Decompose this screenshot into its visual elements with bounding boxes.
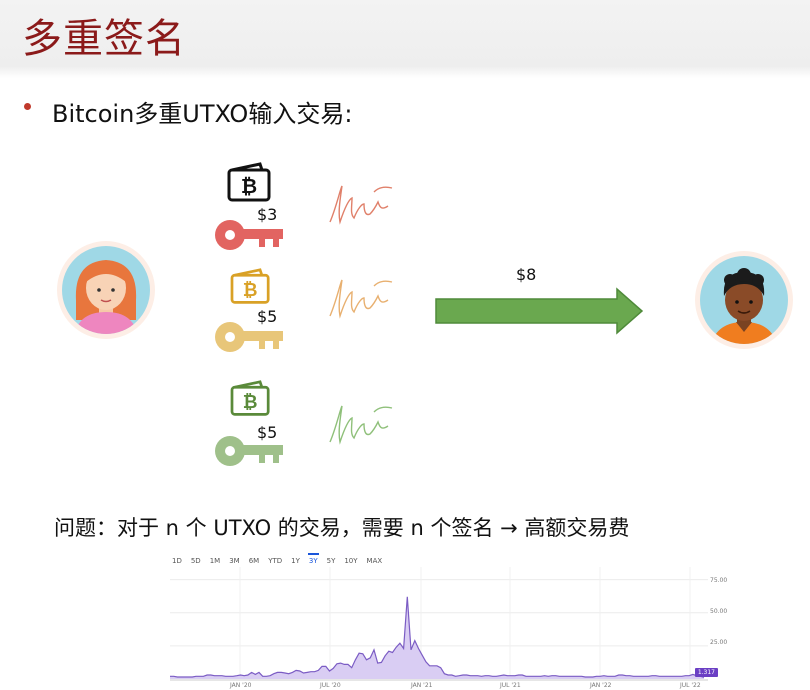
- range-button-6m[interactable]: 6M: [248, 557, 260, 565]
- range-button-1d[interactable]: 1D: [172, 557, 182, 565]
- wallet-bitcoin-icon: ₿: [230, 380, 270, 416]
- range-button-ytd[interactable]: YTD: [268, 557, 283, 565]
- series-area: [170, 596, 704, 679]
- input-amount-1: $3: [257, 205, 278, 224]
- problem-note: 问题：对于 n 个 UTXO 的交易，需要 n 个签名 → 高额交易费: [54, 516, 630, 540]
- x-tick: JUL '21: [500, 682, 521, 689]
- signature-icon-1: [329, 185, 393, 225]
- x-tick: JUL '20: [320, 682, 341, 689]
- range-button-5d[interactable]: 5D: [190, 557, 201, 565]
- svg-text:₿: ₿: [241, 174, 257, 198]
- signature-icon-2: [329, 279, 393, 319]
- series-line: [170, 596, 705, 678]
- y-tick: 50.00: [710, 608, 728, 615]
- svg-text:₿: ₿: [243, 280, 258, 301]
- chart-plot: [170, 567, 708, 681]
- input-amount-2: $5: [257, 307, 278, 326]
- range-button-1y[interactable]: 1Y: [291, 557, 300, 565]
- range-button-3m[interactable]: 3M: [229, 557, 240, 565]
- svg-text:₿: ₿: [243, 392, 258, 413]
- y-tick: 75.00: [710, 577, 728, 584]
- key-icon-yellow: [215, 322, 283, 352]
- range-button-max[interactable]: MAX: [366, 557, 383, 565]
- x-tick: JAN '21: [411, 682, 433, 689]
- fee-chart: 1D 5D 1M 3M 6M YTD 1Y 3Y 5Y 10Y MAX 75.00 50.00 25…: [166, 553, 728, 690]
- x-tick: JAN '20: [230, 682, 252, 689]
- y-tick: 25.00: [710, 639, 728, 646]
- output-amount: $8: [516, 265, 537, 284]
- wallet-bitcoin-icon: ₿: [230, 268, 270, 304]
- range-selector: 1D 5D 1M 3M 6M YTD 1Y 3Y 5Y 10Y MAX: [172, 553, 391, 571]
- x-tick: JAN '22: [590, 682, 612, 689]
- range-button-10y[interactable]: 10Y: [344, 557, 358, 565]
- slide-title: 多重签名: [22, 16, 186, 62]
- key-icon-red: [215, 220, 283, 250]
- range-button-1m[interactable]: 1M: [209, 557, 221, 565]
- range-button-3y[interactable]: 3Y: [307, 553, 319, 571]
- avatar-receiver: [695, 251, 793, 349]
- range-button-5y[interactable]: 5Y: [326, 557, 336, 565]
- slide-header: 多重签名: [0, 0, 810, 78]
- x-tick: JUL '22: [680, 682, 701, 689]
- key-icon-green: [215, 436, 283, 466]
- signature-icon-3: [329, 405, 393, 445]
- right-arrow: [435, 287, 644, 335]
- slide-subtitle: Bitcoin多重UTXO输入交易:: [52, 100, 353, 128]
- bullet-dot: [24, 103, 31, 110]
- wallet-bitcoin-icon: ₿: [227, 162, 271, 202]
- avatar-sender: [57, 241, 155, 339]
- last-value-badge: 1.317: [694, 668, 718, 677]
- input-amount-3: $5: [257, 423, 278, 442]
